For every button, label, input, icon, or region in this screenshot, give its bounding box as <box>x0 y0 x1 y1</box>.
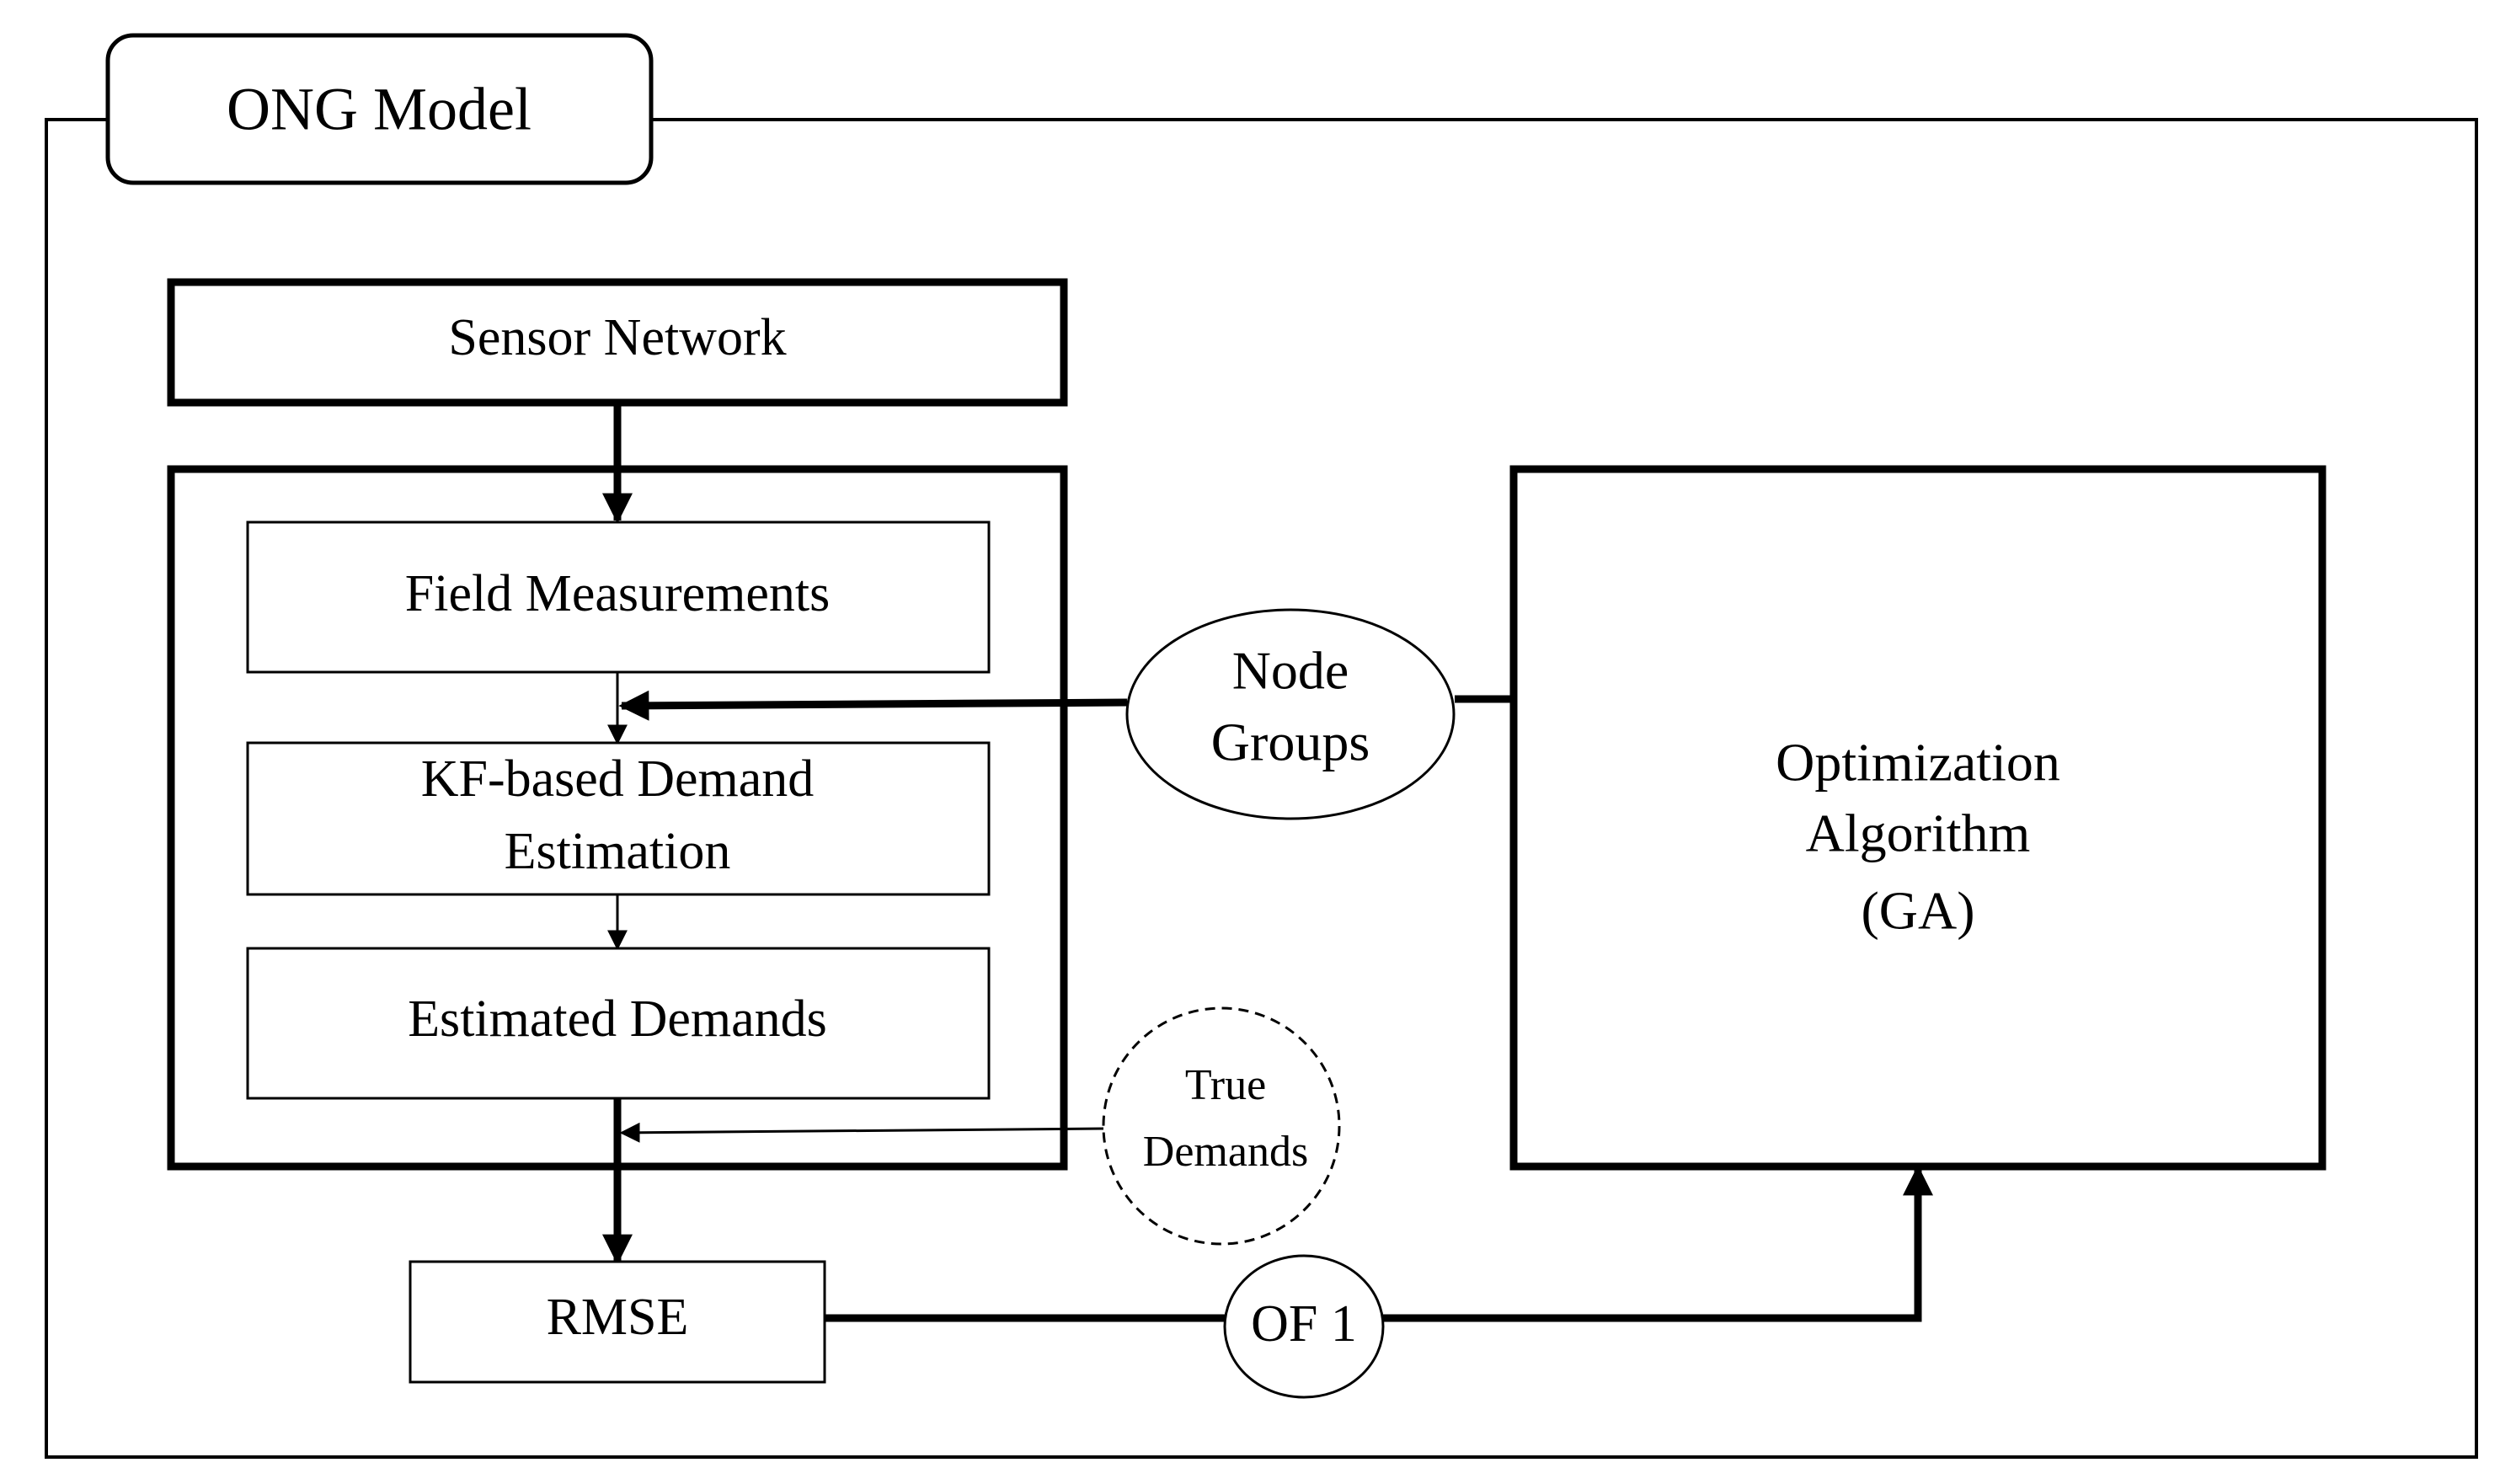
node-groups-label-line2: Groups <box>1211 713 1370 772</box>
kf-estimation-label-line2: Estimation <box>505 823 731 880</box>
true-demands-label-line2: Demands <box>1143 1128 1308 1176</box>
field-measurements-box <box>246 520 991 674</box>
kf-estimation-label-line1: KF-based Demand <box>421 750 815 808</box>
arrow-rmse-to-optimization <box>825 1165 1933 1322</box>
estimated-demands-label: Estimated Demands <box>408 990 827 1048</box>
estimated-demands-box <box>246 947 991 1100</box>
model-title: ONG Model <box>227 76 532 143</box>
true-demands-circle <box>1102 1006 1341 1246</box>
sensor-network-label: Sensor Network <box>448 309 786 366</box>
model-title-box <box>105 33 654 185</box>
optimization-label-line3: (GA) <box>1861 881 1974 941</box>
of1-label: OF 1 <box>1251 1295 1357 1353</box>
node-groups-label-line1: Node <box>1232 641 1349 701</box>
optimization-label-line1: Optimization <box>1776 733 2060 793</box>
kf-estimation-box <box>246 741 991 896</box>
of1-ellipse <box>1223 1254 1385 1399</box>
rmse-label: RMSE <box>547 1289 689 1346</box>
node-groups-ellipse <box>1125 608 1456 820</box>
arrow-node-groups-to-kf <box>618 690 1128 721</box>
outer-frame <box>45 118 2478 1459</box>
true-demands-label-line1: True <box>1185 1061 1266 1109</box>
optimization-box <box>1509 465 2326 1171</box>
optimization-label-line2: Algorithm <box>1806 803 2031 863</box>
field-measurements-label: Field Measurements <box>405 565 831 622</box>
arrow-true-demands <box>619 1122 1104 1143</box>
